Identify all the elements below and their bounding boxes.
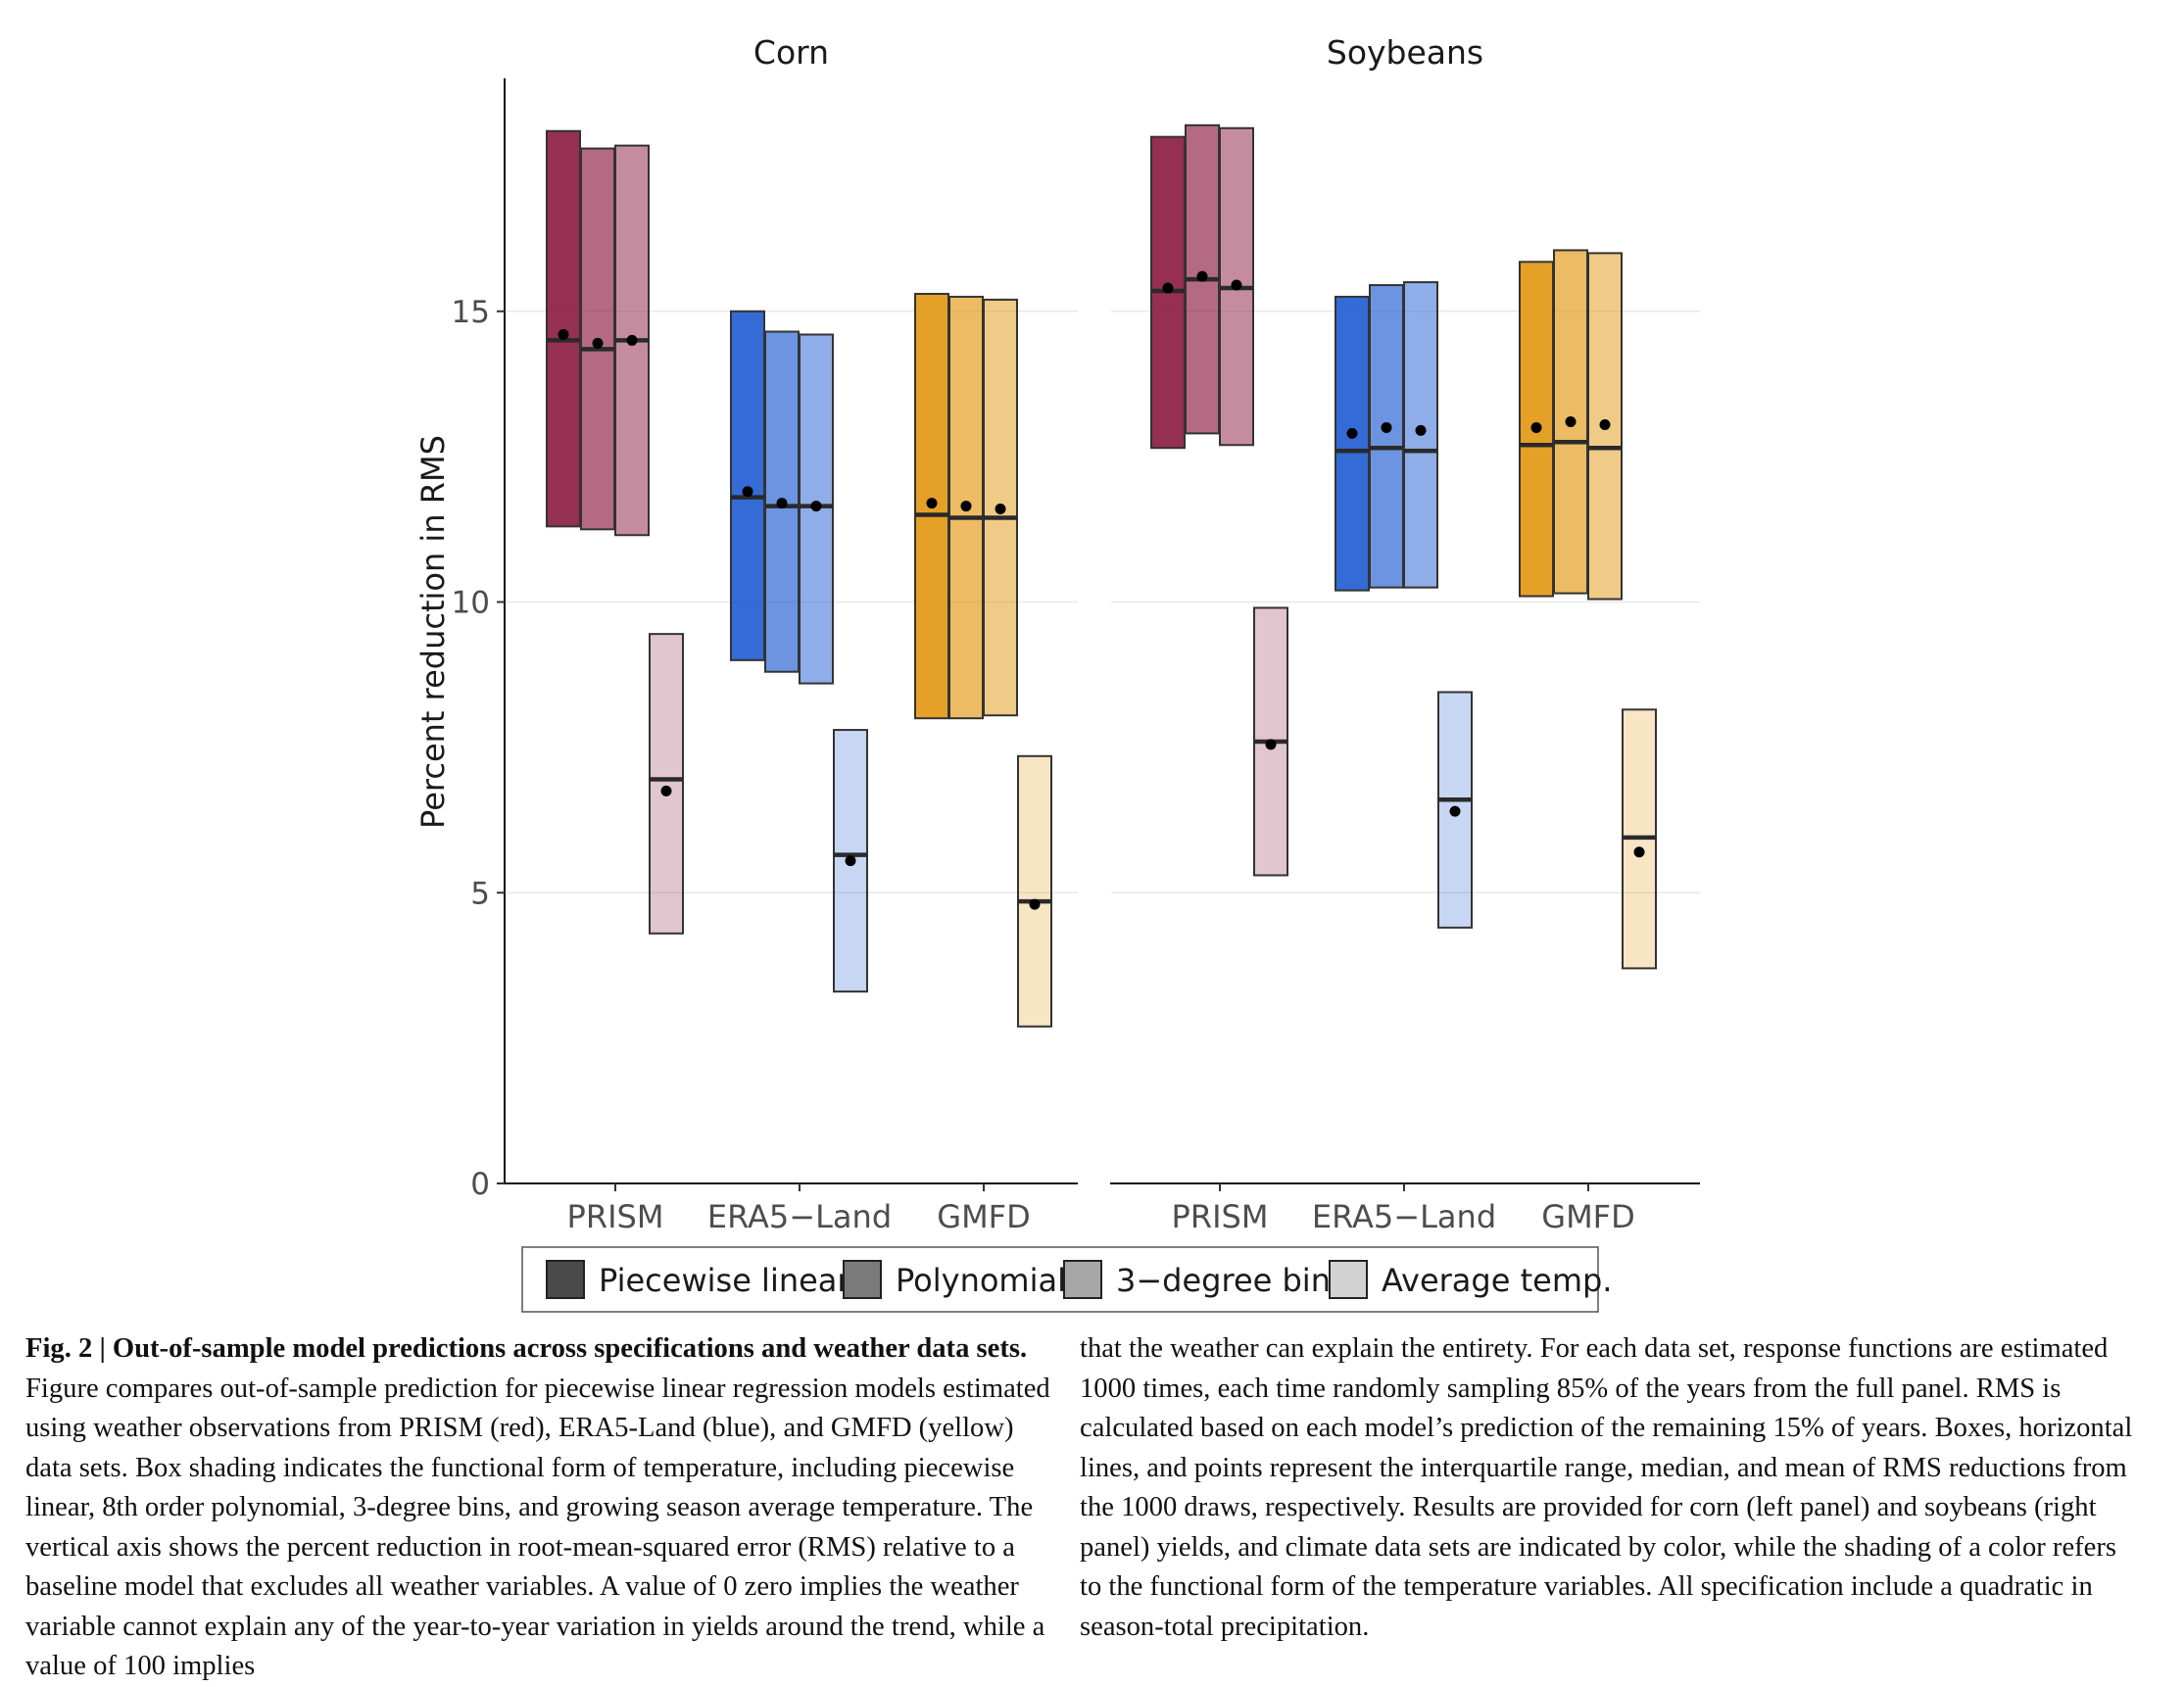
box-iqr: [730, 310, 765, 661]
box-mean-point: [1449, 805, 1461, 817]
box-mean-point: [1346, 427, 1358, 439]
box-mean-point: [1162, 282, 1174, 294]
box-iqr: [546, 129, 581, 528]
box-mean-point: [742, 486, 753, 498]
box-mean-point: [1196, 270, 1208, 282]
box-mean-point: [810, 501, 822, 512]
box-mean-point: [995, 504, 1006, 515]
box-mean-point: [1415, 424, 1427, 436]
x-tick-label: GMFD: [937, 1198, 1030, 1235]
caption-heading: Fig. 2 | Out-of-sample model predictions…: [25, 1333, 1028, 1364]
box-iqr: [1369, 284, 1404, 589]
legend-label: Polynomial: [896, 1262, 1066, 1299]
y-tick-label: 10: [452, 586, 490, 621]
legend-swatch: [843, 1260, 882, 1299]
box-iqr: [1017, 754, 1052, 1028]
box-mean-point: [1265, 739, 1277, 750]
panel-title: Soybeans: [1327, 33, 1483, 72]
caption-right: that the weather can explain the entiret…: [1080, 1333, 2133, 1642]
box-iqr: [948, 295, 984, 720]
legend-label: 3−degree bins: [1116, 1262, 1347, 1299]
legend-swatch: [1063, 1260, 1102, 1299]
box-mean-point: [1231, 279, 1242, 291]
x-tick-label: ERA5−Land: [1312, 1198, 1496, 1235]
box-mean-point: [926, 498, 938, 509]
caption-left: Fig. 2 | Out-of-sample model predictions…: [25, 1329, 1059, 1687]
x-tick-label: GMFD: [1541, 1198, 1634, 1235]
box-mean-point: [1599, 418, 1611, 430]
axes: [497, 78, 1700, 1191]
x-tick-label: ERA5−Land: [707, 1198, 892, 1235]
box-mean-point: [845, 855, 856, 867]
box-iqr: [580, 147, 615, 531]
y-tick-label: 5: [470, 876, 490, 911]
legend: Piecewise linear Polynomial 3−degree bins A…: [521, 1246, 1612, 1313]
box-iqr: [649, 633, 684, 935]
panel-title: Corn: [753, 33, 829, 72]
box-mean-point: [776, 498, 788, 509]
box-mean-point: [1565, 416, 1577, 428]
legend-label: Piecewise linear: [599, 1262, 850, 1299]
legend-swatch: [1329, 1260, 1368, 1299]
box-mean-point: [1029, 898, 1041, 910]
box-mean-point: [1633, 846, 1645, 858]
box-mean-point: [660, 785, 672, 796]
legend-swatch: [546, 1260, 585, 1299]
box-iqr: [1335, 295, 1370, 592]
boxes: [546, 123, 1657, 1028]
box-mean-point: [1530, 421, 1542, 433]
box-mean-point: [626, 334, 638, 346]
legend-label: Average temp.: [1382, 1262, 1612, 1299]
x-tick-label: PRISM: [567, 1198, 664, 1235]
y-axis-label: Percent reduction in RMS: [414, 435, 452, 829]
box-mean-point: [1381, 421, 1392, 433]
y-tick-label: 15: [452, 295, 490, 330]
x-tick-label: PRISM: [1172, 1198, 1269, 1235]
legend-box: [521, 1246, 1599, 1313]
box-mean-point: [592, 337, 604, 349]
box-mean-point: [960, 501, 972, 512]
y-tick-label: 0: [470, 1167, 490, 1202]
caption-left-body: Figure compares out-of-sample prediction…: [25, 1373, 1050, 1682]
box-mean-point: [558, 328, 569, 340]
